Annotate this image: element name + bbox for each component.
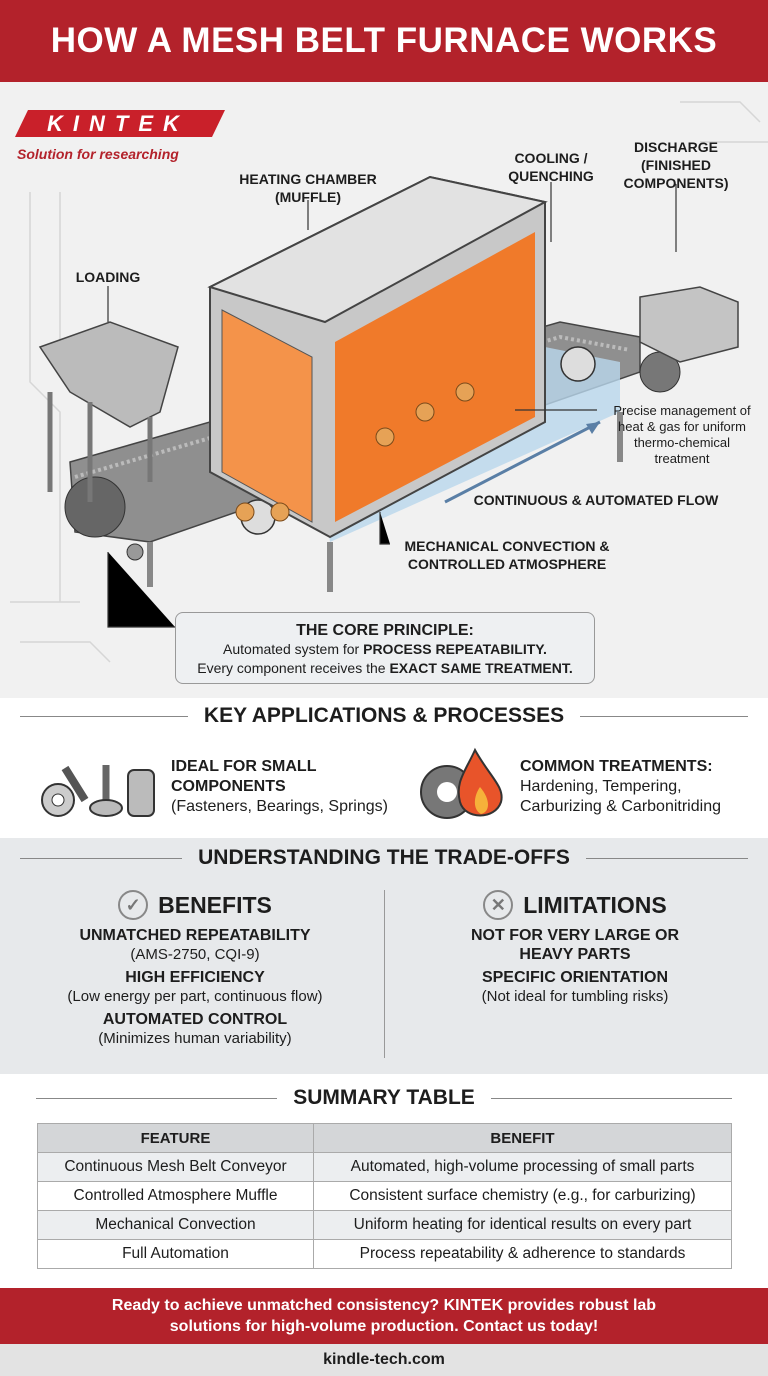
check-circle-icon: ✓ — [118, 890, 149, 920]
benefit-2-sub: (Low energy per part, continuous flow) — [67, 988, 323, 1005]
tradeoffs-heading-text: UNDERSTANDING THE TRADE-OFFS — [198, 846, 570, 869]
benefits-title: BENEFITS — [158, 891, 272, 918]
page-title: HOW A MESH BELT FURNACE WORKS — [0, 0, 768, 82]
footer-line-2: solutions for high-volume production. Co… — [169, 1318, 599, 1335]
label-convection: MECHANICAL CONVECTION & CONTROLLED ATMOSP… — [392, 537, 622, 573]
discharge-line-1: DISCHARGE — [633, 139, 718, 155]
benefit-1-title: UNMATCHED REPEATABILITY — [79, 927, 311, 944]
precise-line-3: thermo-chemical — [633, 435, 731, 450]
footer-line-1: Ready to achieve unmatched consistency? … — [111, 1297, 657, 1314]
furnace-illustration: KINTEK Solution for researching — [10, 101, 768, 663]
furnace-diagram: KINTEK Solution for researching LOADING … — [0, 82, 768, 698]
discharge-line-2: (FINISHED — [641, 157, 711, 173]
logo-badge — [15, 110, 225, 137]
small-components-title-2: COMPONENTS — [171, 778, 286, 795]
limitation-2-title: SPECIFIC ORIENTATION — [481, 969, 669, 986]
limitation-2-sub: (Not ideal for tumbling risks) — [481, 988, 669, 1005]
core-line-2a: Every component receives the — [197, 660, 390, 676]
core-line-1: Automated system for PROCESS REPEATABILI… — [176, 640, 594, 659]
muffle-interior — [335, 232, 535, 522]
core-principle-box: THE CORE PRINCIPLE: Automated system for… — [175, 612, 595, 684]
table-cell: Uniform heating for identical results on… — [313, 1210, 732, 1240]
heating-line-2: (MUFFLE) — [274, 189, 342, 205]
precise-line-4: treatment — [654, 451, 710, 466]
column-header-benefit: BENEFIT — [313, 1123, 732, 1153]
divider — [384, 890, 385, 1058]
core-title: THE CORE PRINCIPLE: — [296, 622, 474, 639]
benefit-3-sub: (Minimizes human variability) — [98, 1030, 292, 1047]
table-cell: Process repeatability & adherence to sta… — [313, 1239, 732, 1269]
limitations-column: ✕ LIMITATIONS NOT FOR VERY LARGE OR HEAVY … — [410, 890, 740, 1006]
table-cell: Automated, high-volume processing of sma… — [313, 1152, 732, 1182]
precise-line-2: heat & gas for uniform — [618, 419, 746, 434]
column-header-feature: FEATURE — [37, 1123, 314, 1153]
benefit-3-title: AUTOMATED CONTROL — [102, 1011, 288, 1028]
applications-heading-text: KEY APPLICATIONS & PROCESSES — [203, 704, 565, 727]
label-heating-chamber: HEATING CHAMBER (MUFFLE) — [218, 170, 398, 206]
leader-lines — [107, 182, 677, 628]
table-cell: Full Automation — [37, 1239, 314, 1269]
treatments-line-2: Carburizing & Carbonitriding — [520, 798, 721, 815]
limitations-title: LIMITATIONS — [523, 891, 667, 918]
discharge-bin — [639, 286, 739, 363]
x-circle-icon: ✕ — [483, 890, 514, 920]
small-components-text: IDEAL FOR SMALL COMPONENTS (Fasteners, B… — [171, 757, 388, 817]
label-cooling: COOLING / QUENCHING — [490, 149, 612, 185]
core-line-2: Every component receives the EXACT SAME … — [176, 659, 594, 678]
gear-flame-icon — [420, 747, 503, 819]
core-line-1b: PROCESS REPEATABILITY. — [363, 641, 547, 657]
convection-line-2: CONTROLLED ATMOSPHERE — [407, 556, 607, 572]
applications-heading: KEY APPLICATIONS & PROCESSES — [0, 704, 768, 728]
table-cell: Controlled Atmosphere Muffle — [37, 1181, 314, 1211]
discharge-line-3: COMPONENTS) — [623, 175, 729, 191]
kintek-logo: KINTEK Solution for researching — [15, 110, 225, 162]
table-cell: Continuous Mesh Belt Conveyor — [37, 1152, 314, 1182]
label-continuous-flow: CONTINUOUS & AUTOMATED FLOW — [473, 492, 719, 508]
precise-line-1: Precise management of — [613, 403, 751, 418]
heating-line-1: HEATING CHAMBER — [239, 171, 377, 187]
benefit-1-sub: (AMS-2750, CQI-9) — [130, 946, 260, 963]
loading-hopper — [38, 321, 179, 428]
treatments-title: COMMON TREATMENTS: — [520, 758, 713, 775]
fasteners-icon — [41, 765, 155, 817]
tradeoffs-section: UNDERSTANDING THE TRADE-OFFS ✓ BENEFITS U… — [0, 838, 768, 1074]
table-cell: Mechanical Convection — [37, 1210, 314, 1240]
convection-line-1: MECHANICAL CONVECTION & — [404, 538, 610, 554]
footer-cta: Ready to achieve unmatched consistency? … — [0, 1288, 768, 1344]
label-discharge: DISCHARGE (FINISHED COMPONENTS) — [615, 138, 737, 192]
limitation-1-title-2: HEAVY PARTS — [519, 946, 631, 963]
treatments-line-1: Hardening, Tempering, — [520, 778, 682, 795]
core-line-1a: Automated system for — [223, 641, 364, 657]
benefits-column: ✓ BENEFITS UNMATCHED REPEATABILITY (AMS-27… — [30, 890, 360, 1048]
svg-text:Solution for researching: Solution for researching — [17, 146, 179, 162]
benefit-2-title: HIGH EFFICIENCY — [125, 969, 265, 986]
svg-text:KINTEK: KINTEK — [47, 111, 189, 136]
label-loading: LOADING — [75, 269, 141, 285]
limitation-1-title: NOT FOR VERY LARGE OR — [470, 927, 679, 944]
core-line-2b: EXACT SAME TREATMENT. — [389, 660, 573, 676]
tradeoffs-heading: UNDERSTANDING THE TRADE-OFFS — [0, 846, 768, 870]
small-components-sub: (Fasteners, Bearings, Springs) — [171, 798, 388, 815]
cooling-line-1: COOLING / — [514, 150, 588, 166]
summary-heading-text: SUMMARY TABLE — [293, 1086, 475, 1109]
table-cell: Consistent surface chemistry (e.g., for … — [313, 1181, 732, 1211]
website-link[interactable]: kindle-tech.com — [0, 1344, 768, 1376]
cooling-line-2: QUENCHING — [508, 168, 594, 184]
small-components-title-1: IDEAL FOR SMALL — [171, 758, 317, 775]
treatments-text: COMMON TREATMENTS: Hardening, Tempering,… — [520, 757, 721, 817]
summary-heading: SUMMARY TABLE — [0, 1086, 768, 1110]
